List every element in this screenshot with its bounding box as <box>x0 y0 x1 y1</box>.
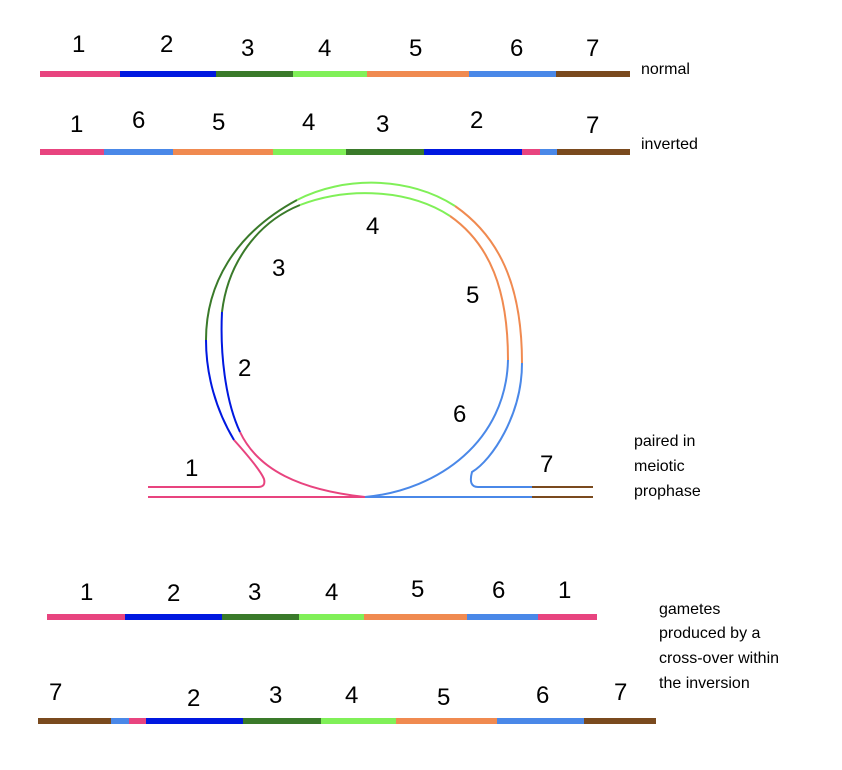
normal-label-4: 4 <box>318 35 331 62</box>
outer-ring-4 <box>296 181 456 207</box>
outer-ring-6 <box>469 362 532 488</box>
outer-ring-1 <box>148 439 266 488</box>
inner-ring-5 <box>449 215 509 361</box>
gamete1-label-6: 6 <box>492 577 505 604</box>
inner-ring-2 <box>220 311 241 433</box>
gamete2-label-5: 5 <box>437 684 450 711</box>
normal-label-2: 2 <box>160 31 173 58</box>
normal-label-6: 6 <box>510 35 523 62</box>
gamete-1-chromosome: 1 2 3 4 5 6 1 <box>47 576 597 620</box>
normal-caption: normal <box>641 61 690 78</box>
gamete1-label-1b: 1 <box>558 577 571 604</box>
paired-caption-line-3: prophase <box>634 483 701 500</box>
gametes-caption-line-3: cross-over within <box>659 650 779 667</box>
loop-label-5: 5 <box>466 282 479 309</box>
loop-label-4: 4 <box>366 213 379 240</box>
loop-label-1: 1 <box>185 455 198 482</box>
inverted-caption: inverted <box>641 136 698 153</box>
gamete1-label-1: 1 <box>80 579 93 606</box>
gametes-caption-line-4: the inversion <box>659 675 750 692</box>
gamete2-label-2: 2 <box>187 685 200 712</box>
inverted-label-4: 4 <box>302 109 315 136</box>
gamete1-label-5: 5 <box>411 576 424 603</box>
outer-ring-3 <box>205 199 298 341</box>
loop-label-3: 3 <box>272 255 285 282</box>
gamete2-label-3: 3 <box>269 682 282 709</box>
inner-ring-4 <box>299 192 451 217</box>
gametes-caption-line-1: gametes <box>659 601 720 618</box>
paired-caption-line-2: meiotic <box>634 458 685 475</box>
inverted-chromosome: 1 6 5 4 3 2 7 inverted <box>40 107 698 155</box>
normal-label-1: 1 <box>72 31 85 58</box>
inverted-label-5: 5 <box>212 109 225 136</box>
gamete2-label-7b: 7 <box>614 679 627 706</box>
inverted-label-1: 1 <box>70 111 83 138</box>
gamete1-label-4: 4 <box>325 579 338 606</box>
gametes-caption: gametes produced by a cross-over within … <box>659 601 779 692</box>
inverted-label-6: 6 <box>132 107 145 134</box>
inverted-label-2: 2 <box>470 107 483 134</box>
inner-ring-1 <box>148 431 366 498</box>
inner-ring-6 <box>364 359 532 498</box>
inverted-label-3: 3 <box>376 111 389 138</box>
inverted-label-7: 7 <box>586 112 599 139</box>
outer-ring-2 <box>205 339 235 441</box>
gamete2-label-6: 6 <box>536 682 549 709</box>
inversion-loop: 1 2 3 4 5 6 7 <box>148 181 593 498</box>
normal-label-3: 3 <box>241 35 254 62</box>
gametes-caption-line-2: produced by a <box>659 625 761 642</box>
gamete-2-chromosome: 7 2 3 4 5 6 7 <box>38 679 656 724</box>
normal-label-7: 7 <box>586 35 599 62</box>
inner-ring-3 <box>221 204 301 313</box>
paired-caption-line-1: paired in <box>634 433 695 450</box>
normal-label-5: 5 <box>409 35 422 62</box>
paired-caption: paired in meiotic prophase <box>634 433 701 500</box>
gamete1-label-2: 2 <box>167 580 180 607</box>
gamete1-label-3: 3 <box>248 579 261 606</box>
loop-label-6: 6 <box>453 401 466 428</box>
outer-ring-5 <box>454 205 523 364</box>
loop-label-7: 7 <box>540 451 553 478</box>
loop-label-2: 2 <box>238 355 251 382</box>
normal-chromosome: 1 2 3 4 5 6 7 normal <box>40 31 690 78</box>
gamete2-label-7: 7 <box>49 679 62 706</box>
gamete2-label-4: 4 <box>345 682 358 709</box>
